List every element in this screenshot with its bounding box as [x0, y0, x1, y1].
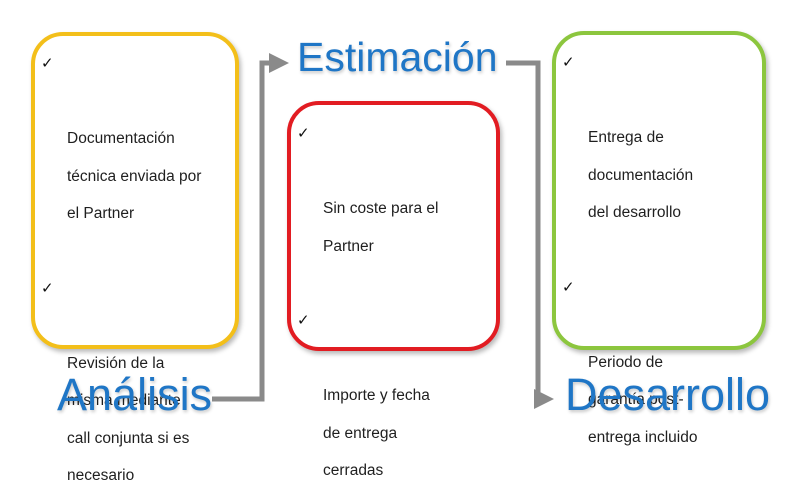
development-item-2-text: Periodo de garantía post- entrega inclui… — [588, 353, 698, 446]
development-list: ✓ Entrega de documentación del desarroll… — [556, 44, 762, 456]
check-icon: ✓ — [41, 279, 54, 297]
check-icon: ✓ — [297, 125, 310, 142]
estimation-item-1: ✓ Sin coste para el Partner — [291, 115, 496, 265]
development-item-2: ✓ Periodo de garantía post- entrega incl… — [556, 269, 762, 457]
estimation-item-2-text: Importe y fecha de entrega cerradas — [323, 387, 430, 479]
estimation-item-1-text: Sin coste para el Partner — [323, 200, 439, 255]
development-box: ✓ Entrega de documentación del desarroll… — [552, 31, 766, 446]
estimation-list: ✓ Sin coste para el Partner ✓ Importe y … — [291, 115, 496, 490]
stage-title-estimation: Estimación — [297, 34, 498, 80]
analysis-item-1: ✓ Documentación técnica enviada por el P… — [35, 45, 235, 233]
analysis-box: ✓ Documentación técnica enviada por el P… — [31, 32, 239, 484]
estimation-box: ✓ Sin coste para el Partner ✓ Importe y … — [287, 101, 500, 479]
arrow-estimation-to-development — [506, 60, 554, 409]
stage-title-development: Desarrollo — [565, 369, 771, 420]
development-item-1: ✓ Entrega de documentación del desarroll… — [556, 44, 762, 232]
flow-arrows — [212, 53, 554, 409]
development-item-1-text: Entrega de documentación del desarrollo — [588, 129, 694, 221]
check-icon: ✓ — [562, 278, 575, 296]
estimation-item-2: ✓ Importe y fecha de entrega cerradas — [291, 302, 496, 490]
check-icon: ✓ — [297, 312, 310, 329]
check-icon: ✓ — [562, 54, 575, 71]
check-icon: ✓ — [41, 55, 54, 72]
analysis-item-1-text: Documentación técnica enviada por el Par… — [67, 130, 202, 222]
analysis-list: ✓ Documentación técnica enviada por el P… — [35, 45, 235, 495]
stage-title-analysis: Análisis — [57, 369, 213, 420]
arrow-analysis-to-estimation — [212, 53, 289, 402]
